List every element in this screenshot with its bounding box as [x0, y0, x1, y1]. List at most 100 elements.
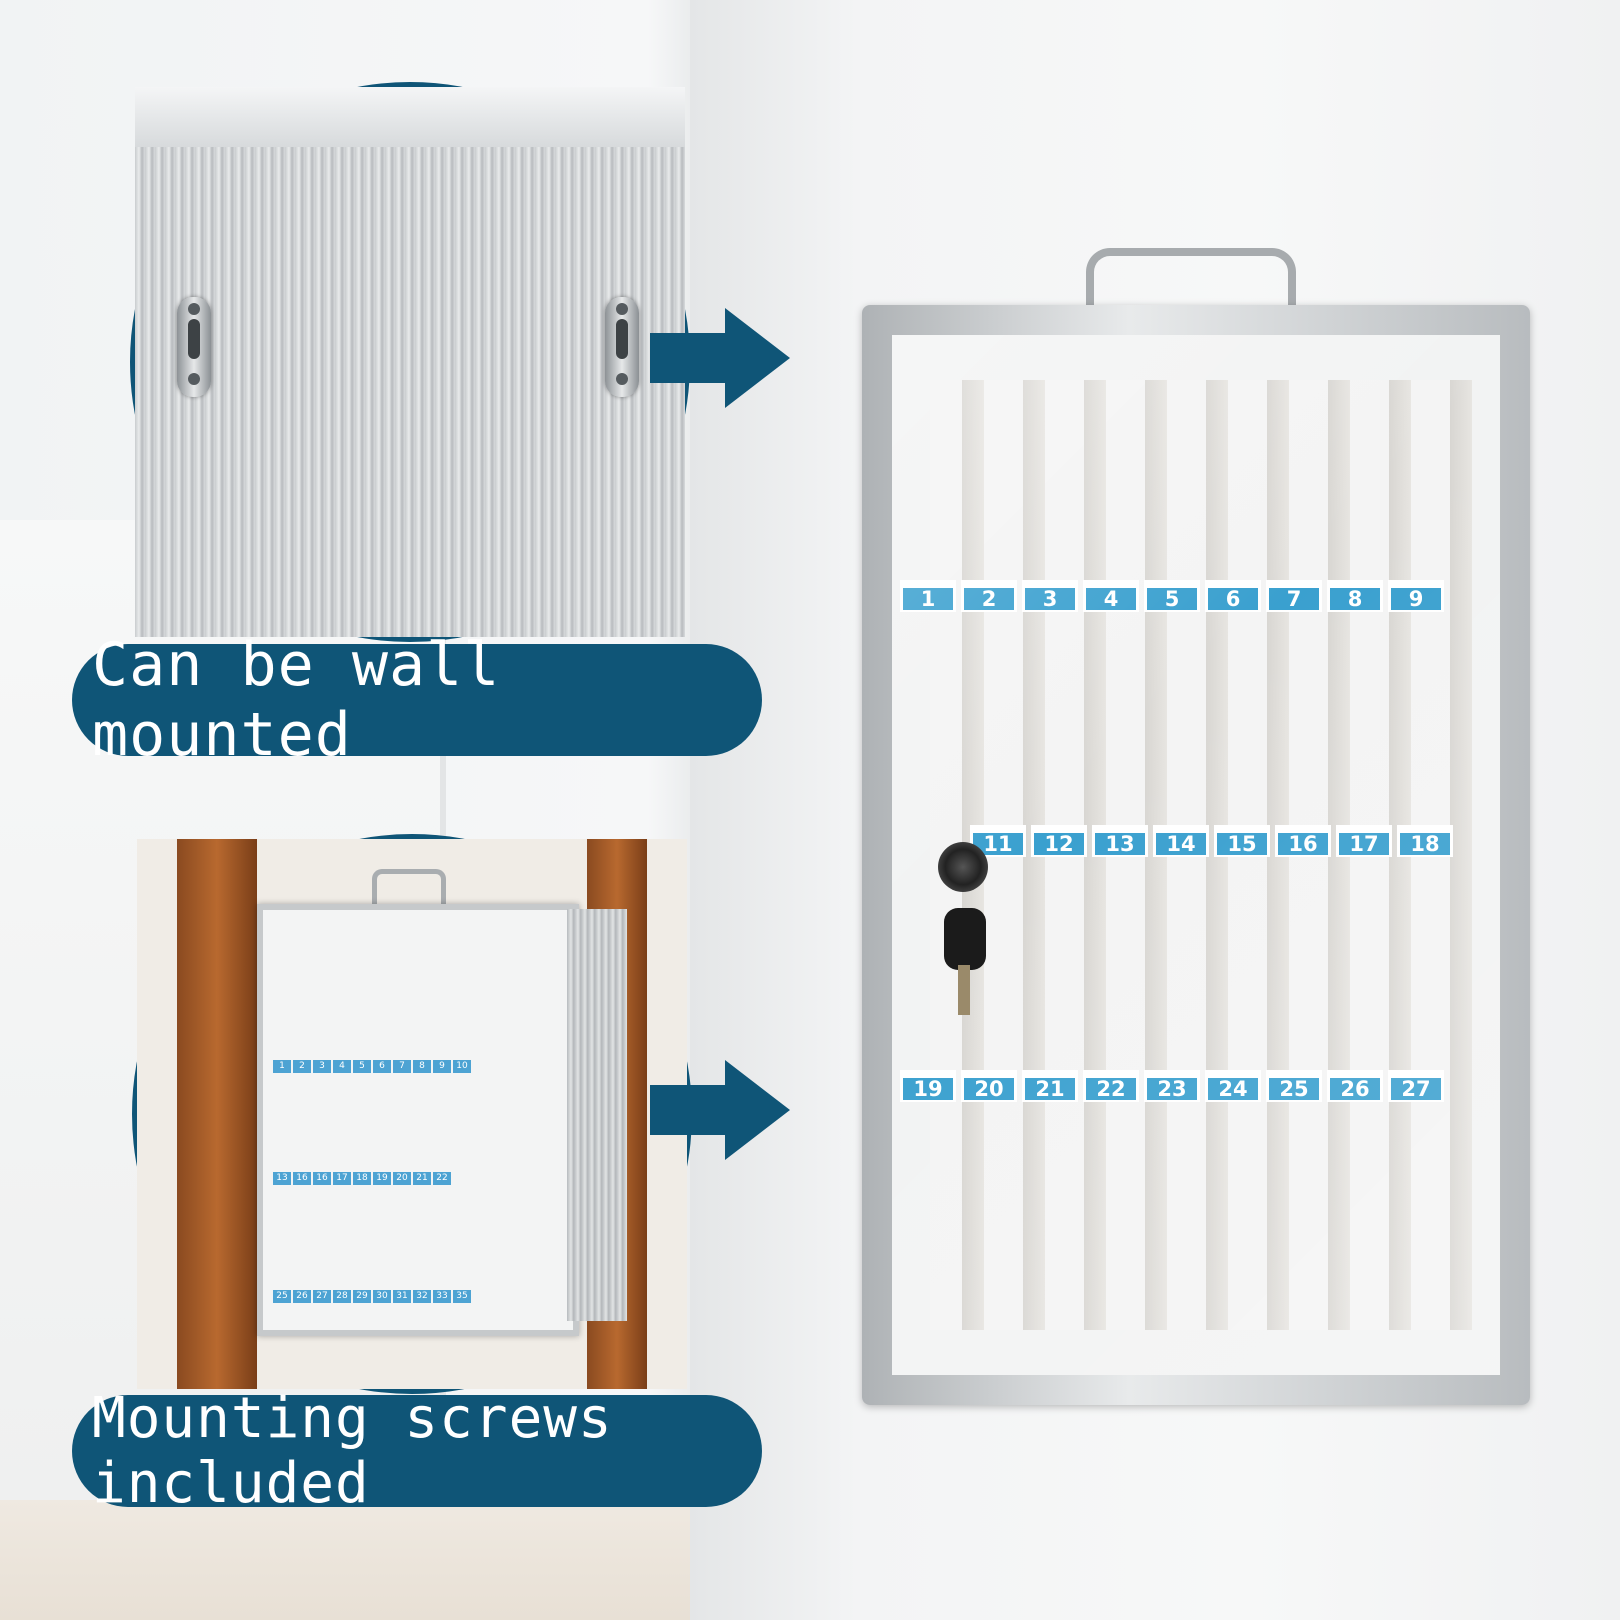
wall-mount-caption: Can be wall mounted: [72, 630, 762, 770]
mini-slot-number: 6: [373, 1060, 391, 1073]
slot-number: 16: [1278, 833, 1328, 855]
key-slot: [1450, 380, 1472, 1330]
mini-slot-number: 22: [433, 1172, 451, 1185]
mini-slot-number: 31: [393, 1290, 411, 1303]
mini-slot-number: 19: [373, 1172, 391, 1185]
mini-slot-number: 27: [313, 1290, 331, 1303]
slot-number-label: 17: [1336, 825, 1392, 857]
slot-number: 15: [1217, 833, 1267, 855]
slot-number-label: 25: [1266, 1070, 1322, 1102]
mini-slot-number: 1: [273, 1060, 291, 1073]
label-row: 19 20 21 22 23 24 25 26 27: [900, 1070, 1449, 1102]
slot-number-label: 18: [1397, 825, 1453, 857]
slot-number: 4: [1086, 588, 1136, 610]
slot-number-label: 2: [961, 580, 1017, 612]
slot-number: 1: [903, 588, 953, 610]
mini-slot-number: 33: [433, 1290, 451, 1303]
slot-number-label: 11: [970, 825, 1026, 857]
left-door-frame: [177, 839, 257, 1389]
lock-icon: [938, 842, 988, 892]
slot-number: 20: [964, 1078, 1014, 1100]
slot-number: 3: [1025, 588, 1075, 610]
wall-mount-detail-circle: [130, 82, 690, 642]
arrow-right-icon: [650, 1060, 790, 1160]
slot-number: 18: [1400, 833, 1450, 855]
slot-number-label: 7: [1266, 580, 1322, 612]
slot-number: 19: [903, 1078, 953, 1100]
mini-slot-number: 4: [333, 1060, 351, 1073]
slot-number: 14: [1156, 833, 1206, 855]
glass-door: [892, 335, 1500, 1375]
slot-number: 22: [1086, 1078, 1136, 1100]
mini-slot-number: 5: [353, 1060, 371, 1073]
wall-mount-caption-text: Can be wall mounted: [92, 630, 501, 770]
slot-number: 27: [1391, 1078, 1441, 1100]
mini-slot-number: 8: [413, 1060, 431, 1073]
slot-number: 25: [1269, 1078, 1319, 1100]
slot-number-label: 6: [1205, 580, 1261, 612]
slot-number-label: 14: [1153, 825, 1209, 857]
mini-slot-number: 30: [373, 1290, 391, 1303]
mini-slot-number: 20: [393, 1172, 411, 1185]
mini-slot-number: 17: [333, 1172, 351, 1185]
floor: [0, 1500, 690, 1620]
slot-number: 17: [1339, 833, 1389, 855]
mini-slot-number: 29: [353, 1290, 371, 1303]
slot-number: 21: [1025, 1078, 1075, 1100]
slot-number: 26: [1330, 1078, 1380, 1100]
cabinet-interior: 1234567891112131415161718192021222324252…: [900, 380, 1472, 1330]
slot-number: 8: [1330, 588, 1380, 610]
mini-slot-number: 3: [313, 1060, 331, 1073]
slot-number: 13: [1095, 833, 1145, 855]
slot-number: 11: [973, 833, 1023, 855]
slot-number-label: 19: [900, 1070, 956, 1102]
slot-number: 5: [1147, 588, 1197, 610]
slot-number-label: 26: [1327, 1070, 1383, 1102]
mini-slot-number: 13: [273, 1172, 291, 1185]
mini-cabinet-side: [567, 909, 627, 1321]
cabinet-top-edge: [135, 87, 685, 147]
slot-number: 12: [1034, 833, 1084, 855]
slot-number-label: 8: [1327, 580, 1383, 612]
right-hanger-bracket-icon: [605, 297, 639, 397]
slot-number-label: 24: [1205, 1070, 1261, 1102]
mini-slot-number: 7: [393, 1060, 411, 1073]
key-blade: [958, 965, 970, 1015]
slot-number-label: 21: [1022, 1070, 1078, 1102]
screws-caption: Mounting screws included: [72, 1386, 762, 1516]
mini-slot-number: 16: [293, 1172, 311, 1185]
mini-slot-number: 26: [293, 1290, 311, 1303]
slot-number-label: 15: [1214, 825, 1270, 857]
slot-number-label: 1: [900, 580, 956, 612]
ribbed-back-panel: [135, 87, 685, 637]
slot-number: 6: [1208, 588, 1258, 610]
slot-number-label: 22: [1083, 1070, 1139, 1102]
slot-number-label: 20: [961, 1070, 1017, 1102]
mini-slot-number: 28: [333, 1290, 351, 1303]
label-row: 11 12 13 14 15 16 17 18: [970, 825, 1458, 857]
slot-number: 24: [1208, 1078, 1258, 1100]
slot-number: 23: [1147, 1078, 1197, 1100]
mini-slot-number: 16: [313, 1172, 331, 1185]
slot-number: 7: [1269, 588, 1319, 610]
mini-slot-number: 35: [453, 1290, 471, 1303]
slot-number-label: 5: [1144, 580, 1200, 612]
arrow-right-icon: [650, 308, 790, 408]
left-hanger-bracket-icon: [177, 297, 211, 397]
slot-number: 2: [964, 588, 1014, 610]
slot-number-label: 23: [1144, 1070, 1200, 1102]
slot-number: 9: [1391, 588, 1441, 610]
mini-slot-number: 2: [293, 1060, 311, 1073]
mini-cabinet-handle: [372, 869, 446, 906]
slot-number-label: 12: [1031, 825, 1087, 857]
mini-slot-number: 32: [413, 1290, 431, 1303]
mini-slot-number: 9: [433, 1060, 451, 1073]
slot-number-label: 16: [1275, 825, 1331, 857]
mini-slot-number: 18: [353, 1172, 371, 1185]
